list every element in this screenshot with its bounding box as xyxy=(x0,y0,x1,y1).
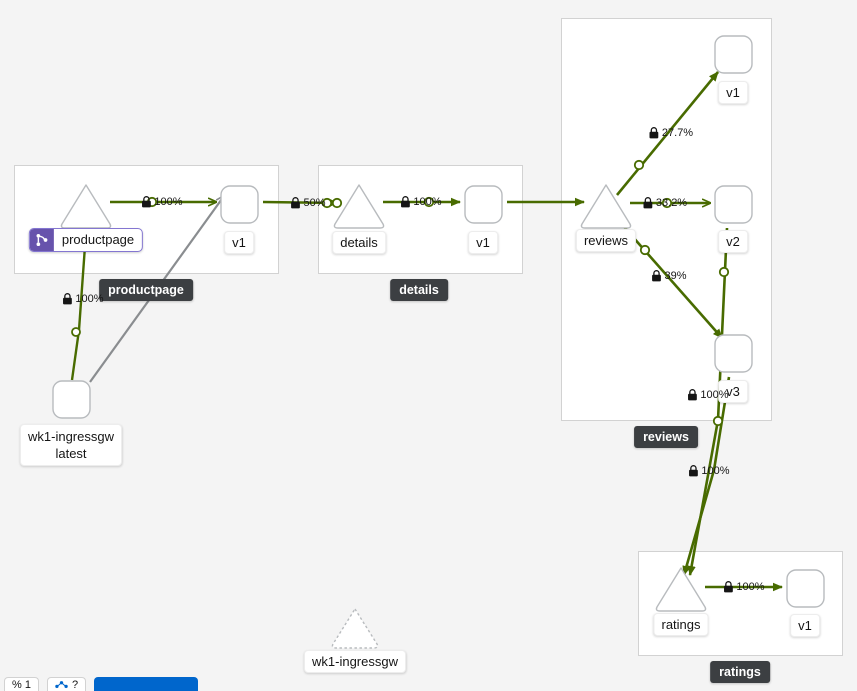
node-label-productpage-v1[interactable]: v1 xyxy=(224,231,254,254)
zoom-control[interactable]: % 1 xyxy=(4,677,39,691)
edge-reviews-svc-to-v1[interactable] xyxy=(615,71,720,196)
node-productpage-v1[interactable] xyxy=(220,185,259,224)
lock-icon xyxy=(63,293,72,305)
node-label-reviews-v2[interactable]: v2 xyxy=(718,230,748,253)
node-label-details-v1[interactable]: v1 xyxy=(468,231,498,254)
edge-label-text: 100% xyxy=(700,388,729,401)
edge-label-text: 27.7% xyxy=(661,126,694,139)
edge-label-reviews-svc-to-v2[interactable]: 33.2% xyxy=(643,197,687,209)
lock-icon xyxy=(643,197,653,209)
edge-label-reviews-svc-to-v3[interactable]: 39% xyxy=(651,269,687,282)
lock-icon xyxy=(688,389,697,401)
group-label-details[interactable]: details xyxy=(390,279,448,301)
virtual-service-icon xyxy=(29,229,54,251)
node-ingressgw-idle[interactable] xyxy=(331,608,379,649)
edge-label-text: 33.2% xyxy=(655,196,688,209)
node-label-line-2: latest xyxy=(55,446,87,461)
edge-label-productpage-v1-to-details-svc[interactable]: 50% xyxy=(290,196,326,209)
primary-action-button[interactable] xyxy=(94,677,199,691)
edge-label-details-svc-to-v1[interactable]: 100% xyxy=(400,195,442,208)
lock-icon xyxy=(652,270,661,282)
node-label-reviews-v3[interactable]: v3 xyxy=(718,380,748,403)
edge-label-productpage-svc-to-v1[interactable]: 100% xyxy=(141,195,183,208)
node-label-ratings-svc[interactable]: ratings xyxy=(653,613,709,636)
node-reviews-svc[interactable] xyxy=(580,184,632,229)
edge-label-text: 100% xyxy=(75,292,104,305)
node-reviews-v1[interactable] xyxy=(714,35,753,74)
node-label-details-svc[interactable]: details xyxy=(332,231,386,254)
node-reviews-v3[interactable] xyxy=(714,334,753,373)
edge-label-text: 100% xyxy=(413,195,442,208)
node-label-text: productpage xyxy=(61,232,135,247)
node-label-line-1: wk1-ingressgw xyxy=(28,429,114,444)
traffic-dot xyxy=(331,197,343,209)
traffic-dot xyxy=(639,244,651,256)
node-details-v1[interactable] xyxy=(464,185,503,224)
group-label-ratings[interactable]: ratings xyxy=(710,661,770,683)
traffic-dot xyxy=(633,159,645,171)
lock-icon xyxy=(724,581,733,593)
node-ingressgw[interactable] xyxy=(52,380,91,419)
node-label-ingressgw[interactable]: wk1-ingressgw latest xyxy=(20,424,122,466)
node-ratings-svc[interactable] xyxy=(655,567,707,612)
group-label-reviews[interactable]: reviews xyxy=(634,426,698,448)
topology-icon xyxy=(55,680,68,688)
graph-toolbar[interactable]: % 1 ? xyxy=(0,677,199,691)
node-label-reviews-v1[interactable]: v1 xyxy=(718,81,748,104)
edge-label-text: 100% xyxy=(736,580,765,593)
zoom-label: % 1 xyxy=(12,679,31,691)
traffic-dot xyxy=(71,327,81,337)
edge-reviews-v3-to-ratings-svc[interactable] xyxy=(682,376,731,576)
edge-label-reviews-v3-to-ratings-svc[interactable]: 100% xyxy=(687,388,729,401)
edge-label-text: 50% xyxy=(303,196,326,209)
node-shapes xyxy=(52,35,825,649)
traffic-dot xyxy=(718,266,730,278)
traffic-dot xyxy=(712,415,724,427)
node-ratings-v1[interactable] xyxy=(786,569,825,608)
lock-icon xyxy=(291,197,300,209)
node-details-svc[interactable] xyxy=(333,184,385,229)
node-label-productpage-svc[interactable]: productpage xyxy=(28,228,144,252)
lock-icon xyxy=(689,465,698,477)
node-reviews-v2[interactable] xyxy=(714,185,753,224)
legend-label: ? xyxy=(71,679,79,691)
edge-label-text: 100% xyxy=(701,464,730,477)
traffic-dot xyxy=(321,197,333,209)
node-label-ratings-v1[interactable]: v1 xyxy=(790,614,820,637)
lock-icon xyxy=(401,196,410,208)
edge-label-text: 39% xyxy=(664,269,687,282)
node-label-ingressgw-idle[interactable]: wk1-ingressgw xyxy=(304,650,406,673)
edge-label-reviews-svc-to-v1[interactable]: 27.7% xyxy=(649,127,693,139)
node-label-reviews-svc[interactable]: reviews xyxy=(575,229,637,252)
edge-label-ratings-svc-to-v1[interactable]: 100% xyxy=(723,580,765,593)
traffic-dot xyxy=(423,196,435,208)
lock-icon xyxy=(649,127,659,139)
traffic-dot xyxy=(661,197,673,209)
edge-label-ingressgw-to-productpage-svc[interactable]: 100% xyxy=(62,292,104,305)
edge-label-reviews-v2-to-ratings-svc[interactable]: 100% xyxy=(688,464,730,477)
lock-icon xyxy=(142,196,151,208)
legend-button[interactable]: ? xyxy=(46,677,87,691)
edge-label-text: 100% xyxy=(154,195,183,208)
group-label-productpage[interactable]: productpage xyxy=(99,279,193,301)
